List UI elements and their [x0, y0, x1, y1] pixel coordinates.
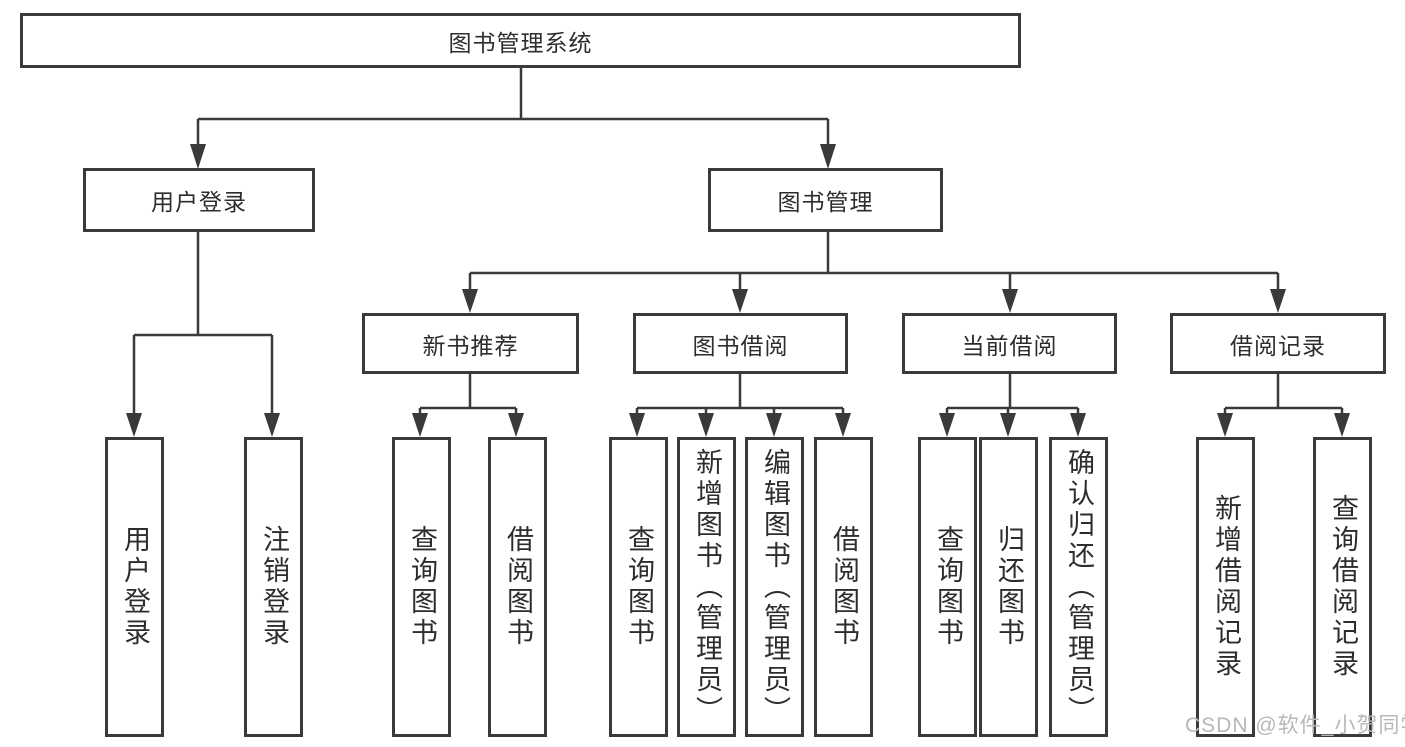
leaf-add-borrow-record: 新增借阅记录 [1196, 437, 1255, 737]
leaf-borrow-books: 借阅图书 [814, 437, 873, 737]
leaf-label: 新增借阅记录 [1211, 494, 1241, 680]
leaf-query-borrow-record: 查询借阅记录 [1313, 437, 1372, 737]
node-borrow-records: 借阅记录 [1170, 313, 1386, 374]
leaf-confirm-return-admin: 确认归还（管理员） [1049, 437, 1108, 737]
leaf-label: 编辑图书（管理员） [760, 447, 790, 727]
leaf-user-login: 用户登录 [105, 437, 164, 737]
leaf-label: 借阅图书 [829, 525, 859, 649]
leaf-label: 借阅图书 [503, 525, 533, 649]
leaf-label: 查询图书 [624, 525, 654, 649]
leaf-label: 归还图书 [994, 525, 1024, 649]
leaf-borrow-books-recommend: 借阅图书 [488, 437, 547, 737]
node-new-book-recommend: 新书推荐 [362, 313, 579, 374]
arrowheads [126, 144, 1350, 437]
leaf-edit-book-admin: 编辑图书（管理员） [745, 437, 804, 737]
node-current-borrow: 当前借阅 [902, 313, 1117, 374]
leaf-query-books-current: 查询图书 [918, 437, 977, 737]
leaf-label: 新增图书（管理员） [692, 447, 722, 727]
leaf-label: 查询图书 [407, 525, 437, 649]
leaf-label: 确认归还（管理员） [1064, 447, 1094, 727]
node-book-borrow: 图书借阅 [633, 313, 848, 374]
leaf-label: 查询借阅记录 [1328, 494, 1358, 680]
leaf-query-books-recommend: 查询图书 [392, 437, 451, 737]
leaf-label: 用户登录 [120, 525, 150, 649]
node-book-management: 图书管理 [708, 168, 943, 232]
csdn-watermark: CSDN @软件_小贺同学 [1185, 714, 1405, 737]
leaf-query-books-borrow: 查询图书 [609, 437, 668, 737]
leaf-add-book-admin: 新增图书（管理员） [677, 437, 736, 737]
leaf-label: 查询图书 [933, 525, 963, 649]
node-user-login: 用户登录 [83, 168, 315, 232]
leaf-label: 注销登录 [259, 525, 289, 649]
node-root: 图书管理系统 [20, 13, 1021, 68]
leaf-return-book: 归还图书 [979, 437, 1038, 737]
leaf-logout: 注销登录 [244, 437, 303, 737]
